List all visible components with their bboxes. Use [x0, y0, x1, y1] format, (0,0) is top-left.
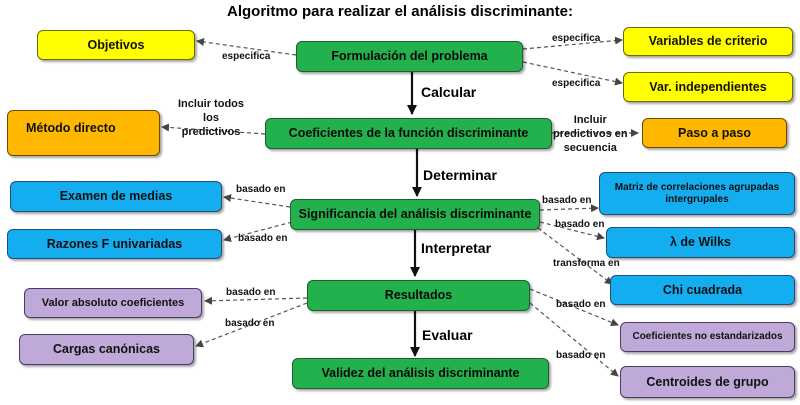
label-basado-medias: basado en	[236, 184, 286, 195]
edge-especifica-criterio	[522, 36, 623, 50]
label-basado-coef: basado en	[556, 299, 606, 310]
label-especifica-criterio: especifica	[552, 33, 601, 44]
edge-basado-cargas	[195, 302, 308, 348]
node-chi-cuadrada: Chi cuadrada	[610, 275, 795, 305]
label-evaluar: Evaluar	[422, 327, 473, 343]
node-paso-a-paso: Paso a paso	[642, 118, 787, 148]
edge-transforma-chi	[537, 227, 613, 285]
node-variables-criterio: Variables de criterio	[623, 27, 793, 56]
node-significancia: Significancia del análisis discriminante	[290, 199, 540, 230]
edge-basado-medias	[223, 194, 291, 208]
label-incluir-todos: Incluir todos los predictivos	[178, 98, 244, 138]
edge-incluir-todos	[161, 123, 266, 135]
label-basado-centroides: basado en	[556, 350, 606, 361]
edge-basado-wilks	[539, 221, 605, 241]
label-especifica-independientes: especifica	[552, 78, 601, 89]
node-coeficientes-funcion: Coeficientes de la función discriminante	[265, 118, 552, 149]
edge-basado-razones	[223, 221, 293, 243]
label-basado-wilks: basado en	[555, 219, 605, 230]
node-formulacion-problema: Formulación del problema	[296, 41, 523, 72]
node-metodo-directo: Método directo	[7, 110, 160, 156]
node-resultados: Resultados	[307, 280, 530, 311]
node-cargas-canonicas: Cargas canónicas	[19, 334, 194, 365]
node-centroides-grupo: Centroides de grupo	[620, 366, 795, 398]
edge-especifica-objetivos	[196, 38, 297, 56]
label-especifica-objetivos: especifica	[222, 51, 271, 62]
label-interpretar: Interpretar	[421, 240, 492, 256]
label-incluir-secuencia: Incluir predictivos en secuencia	[553, 114, 628, 154]
node-coef-no-estandarizados: Coeficientes no estandarizados	[620, 322, 795, 352]
label-calcular: Calcular	[421, 84, 477, 100]
node-razones-f: Razones F univariadas	[7, 229, 222, 259]
label-basado-razones: basado en	[238, 233, 288, 244]
label-basado-valor: basado en	[226, 287, 276, 298]
edge-basado-valor	[204, 296, 308, 305]
edge-basado-matriz	[539, 204, 599, 213]
node-examen-medias: Examen de medias	[10, 181, 222, 212]
node-matriz-correlaciones: Matriz de correlaciones agrupadas interg…	[599, 172, 795, 215]
node-objetivos: Objetivos	[37, 30, 195, 60]
diagram-title: Algoritmo para realizar el análisis disc…	[227, 3, 573, 20]
edge-especifica-independientes	[522, 61, 623, 86]
label-transforma-chi: transforma en	[553, 258, 620, 269]
edge-basado-coef	[529, 288, 619, 327]
node-validez: Validez del análisis discriminante	[292, 358, 549, 389]
edge-basado-centroides	[529, 302, 619, 377]
node-lambda-wilks: λ de Wilks	[606, 227, 795, 258]
label-basado-matriz: basado en	[542, 195, 592, 206]
label-basado-cargas: basado en	[225, 318, 275, 329]
label-determinar: Determinar	[423, 167, 497, 183]
node-var-independientes: Var. independientes	[623, 72, 793, 102]
node-valor-absoluto: Valor absoluto coeficientes	[24, 288, 202, 318]
